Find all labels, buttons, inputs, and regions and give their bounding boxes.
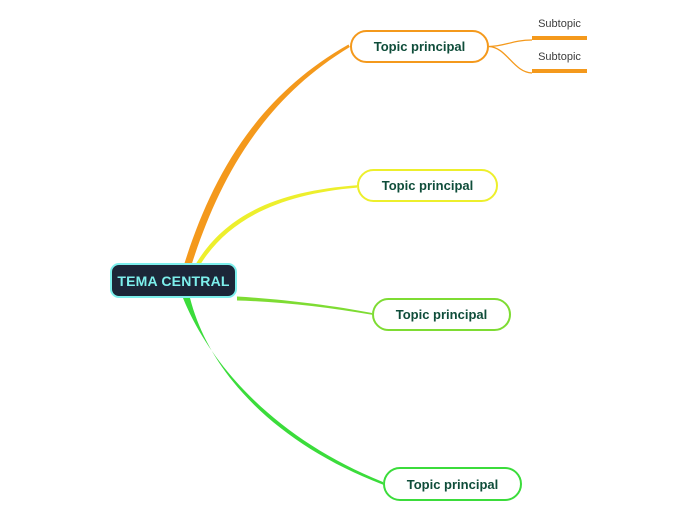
topic-label-3: Topic principal xyxy=(395,307,488,322)
subtopic-label-1: Subtopic xyxy=(538,18,581,30)
branch-curve-topic-1 xyxy=(183,44,350,268)
subtopic-node-1[interactable]: Subtopic xyxy=(532,18,587,40)
topic-label-4: Topic principal xyxy=(406,476,499,492)
topic-node-3[interactable]: Topic principal xyxy=(372,298,511,331)
subtopic-label-2: Subtopic xyxy=(538,51,581,63)
central-topic-node[interactable]: TEMA CENTRAL xyxy=(110,263,237,298)
topic-label-2: Topic principal xyxy=(381,178,474,193)
branch-curve-topic-3 xyxy=(237,296,372,315)
branch-curve-subtopic-1 xyxy=(488,39,533,48)
central-topic-label: TEMA CENTRAL xyxy=(117,272,230,289)
topic-node-1[interactable]: Topic principal xyxy=(350,30,489,63)
topic-node-4[interactable]: Topic principal xyxy=(383,467,522,501)
branch-curve-subtopic-2 xyxy=(488,45,533,74)
branch-curve-topic-4 xyxy=(183,298,383,485)
subtopic-node-2[interactable]: Subtopic xyxy=(532,51,587,73)
topic-node-2[interactable]: Topic principal xyxy=(357,169,498,202)
branch-curve-topic-2 xyxy=(194,185,357,267)
topic-label-1: Topic principal xyxy=(373,39,466,54)
